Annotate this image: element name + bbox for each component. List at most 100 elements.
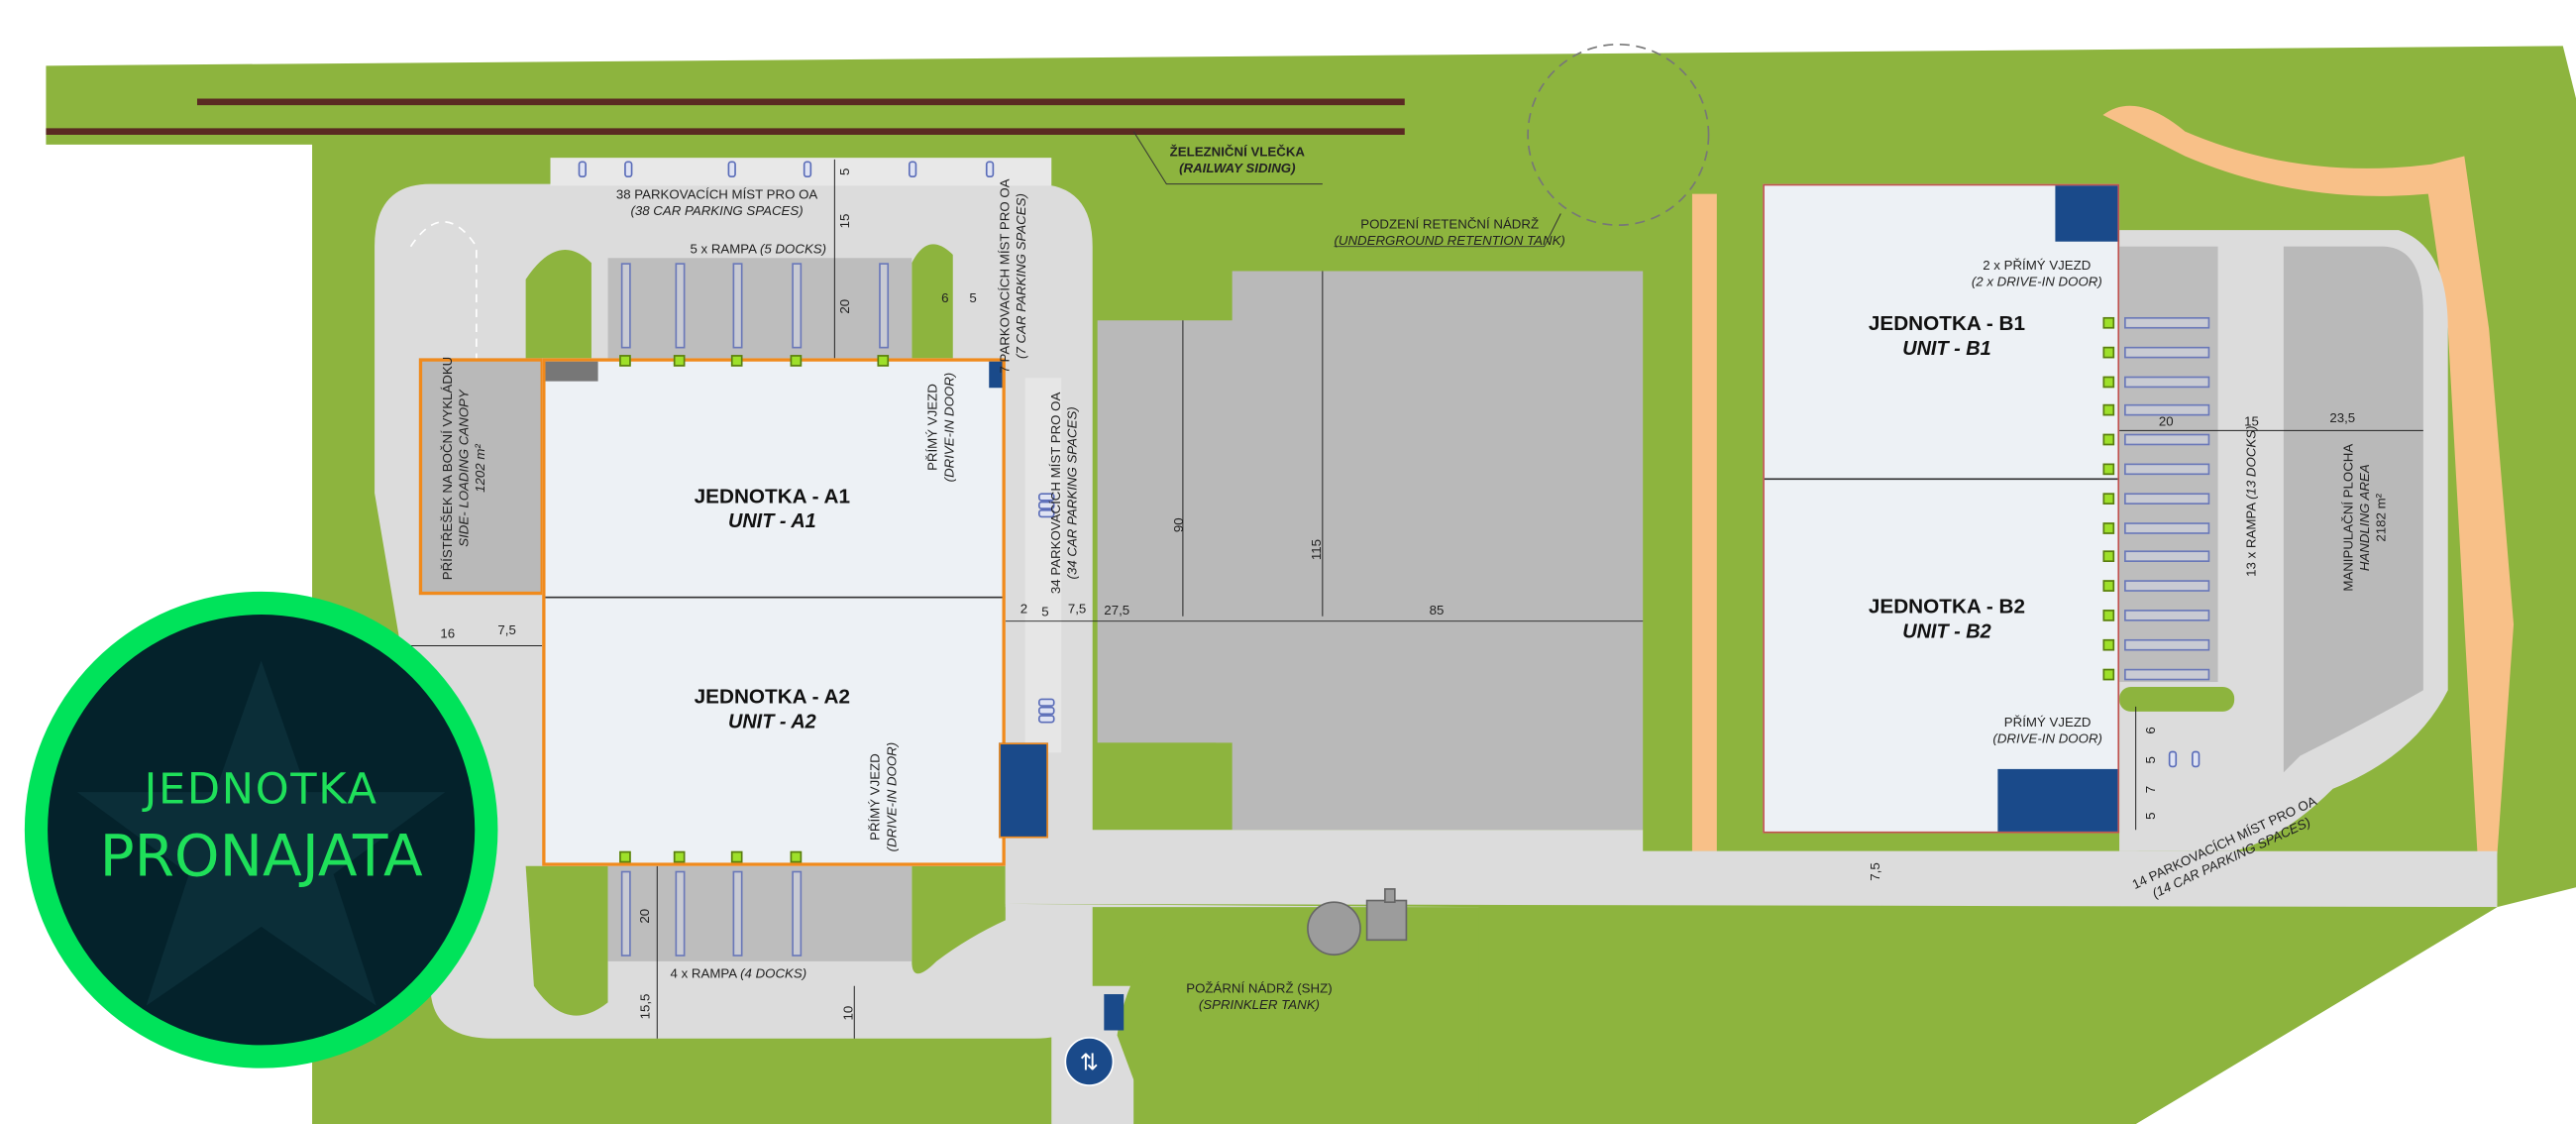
parking-strip-top bbox=[550, 158, 1052, 186]
unit-a1-name: JEDNOTKA - A1 bbox=[694, 485, 851, 508]
green-island-bottom-left bbox=[525, 865, 608, 1016]
dock-door bbox=[2102, 375, 2115, 388]
gatehouse bbox=[1104, 994, 1125, 1031]
dim-label: 15,5 bbox=[637, 993, 653, 1020]
truck-outline bbox=[2124, 610, 2210, 621]
dock-door bbox=[2102, 346, 2115, 359]
retention-tank-outline bbox=[1527, 43, 1710, 226]
parked-car bbox=[1037, 508, 1055, 518]
dim-label: 7,5 bbox=[1067, 601, 1087, 617]
unit-divider-b bbox=[1764, 478, 2118, 481]
building-a bbox=[542, 358, 1006, 866]
drive-in-a2-label: PŘÍMÝ VJEZD(DRIVE-IN DOOR) bbox=[868, 741, 900, 852]
truck-outline bbox=[2124, 580, 2210, 593]
truck-outline bbox=[675, 263, 686, 349]
central-paved-area bbox=[1097, 271, 1644, 831]
star-icon bbox=[76, 660, 446, 1006]
dim-label: 6 bbox=[2143, 727, 2159, 734]
dim-label: 7,5 bbox=[1868, 862, 1883, 881]
dim-label: 20 bbox=[2158, 413, 2174, 429]
green-strip-central bbox=[1097, 742, 1217, 831]
dock-door bbox=[730, 850, 743, 863]
office-a1 bbox=[989, 361, 1003, 389]
docks-5-label: 5 x RAMPA (5 DOCKS) bbox=[690, 241, 827, 257]
truck-outline bbox=[2124, 493, 2210, 505]
dock-door bbox=[730, 355, 743, 367]
truck-outline bbox=[620, 263, 631, 349]
drive-in-b2-label: PŘÍMÝ VJEZD(DRIVE-IN DOOR) bbox=[1992, 715, 2102, 746]
docks-13-label: 13 x RAMPA (13 DOCKS) bbox=[2244, 425, 2259, 577]
parked-car bbox=[1037, 698, 1055, 707]
dimension-lines bbox=[393, 159, 2423, 1039]
parked-car bbox=[985, 161, 995, 178]
dock-door bbox=[2102, 433, 2115, 446]
dim-label: 6 bbox=[941, 290, 949, 306]
badge-line2: PRONAJATA bbox=[99, 825, 423, 891]
unit-b2-name: JEDNOTKA - B2 bbox=[1868, 595, 2026, 618]
dock-door bbox=[2102, 610, 2115, 621]
dim-label: 90 bbox=[1171, 517, 1187, 533]
truck-outline bbox=[2124, 638, 2210, 651]
office-a2 bbox=[999, 742, 1048, 839]
dim-label: 5 bbox=[2143, 812, 2159, 820]
dim-label: 7 bbox=[2143, 785, 2159, 794]
docks-4-label: 4 x RAMPA (4 DOCKS) bbox=[670, 965, 807, 981]
sprinkler-tank-label: POŽÁRNÍ NÁDRŽ (SHZ)(SPRINKLER TANK) bbox=[1186, 980, 1333, 1013]
railway-leader bbox=[1132, 131, 1323, 185]
dim-label: 23,5 bbox=[2329, 410, 2356, 426]
truck-outline bbox=[732, 870, 743, 956]
dock-door bbox=[2102, 463, 2115, 476]
green-under-road bbox=[1005, 903, 2498, 1124]
truck-outline bbox=[2124, 346, 2210, 359]
dim-label: 85 bbox=[1429, 603, 1445, 618]
office-b2 bbox=[1997, 768, 2118, 832]
dock-door bbox=[619, 355, 631, 367]
parked-car bbox=[2192, 750, 2200, 768]
truck-outline bbox=[732, 263, 743, 349]
railway-label: ŽELEZNIČNÍ VLEČKA(RAILWAY SIDING) bbox=[1169, 144, 1305, 176]
unit-b2-en: UNIT - B2 bbox=[1902, 619, 1991, 643]
badge-line1: JEDNOTKA bbox=[144, 765, 378, 816]
retention-leader bbox=[1334, 213, 1561, 248]
truck-outline bbox=[2124, 551, 2210, 563]
canopy-a bbox=[418, 358, 544, 596]
drive-in-b1-label: 2 x PŘÍMÝ VJEZD(2 x DRIVE-IN DOOR) bbox=[1971, 258, 2102, 289]
dim-label: 20 bbox=[837, 298, 853, 314]
parked-car bbox=[624, 161, 633, 178]
dock-door bbox=[2102, 551, 2115, 563]
green-south bbox=[1117, 887, 1479, 1124]
dock-door bbox=[2102, 521, 2115, 534]
dim-label: 15 bbox=[2244, 413, 2259, 429]
truck-outline bbox=[620, 870, 631, 956]
building-b bbox=[1763, 183, 2120, 834]
staircase-a bbox=[545, 361, 598, 382]
road-south-b bbox=[1005, 850, 2498, 904]
truck-outline bbox=[2124, 375, 2210, 388]
office-b1 bbox=[2055, 185, 2118, 242]
dock-door bbox=[790, 355, 803, 367]
parked-car bbox=[727, 161, 736, 178]
unit-a2-name: JEDNOTKA - A2 bbox=[694, 685, 851, 709]
parked-car bbox=[2168, 750, 2178, 768]
dock-door bbox=[790, 850, 803, 863]
dim-label: 5 bbox=[837, 168, 853, 175]
unit-a1-en: UNIT - A1 bbox=[727, 508, 816, 533]
dock-door bbox=[2102, 316, 2115, 329]
parked-car bbox=[1037, 715, 1055, 724]
parking-38-label: 38 PARKOVACÍCH MÍST PRO OA(38 CAR PARKIN… bbox=[615, 187, 818, 219]
dim-label: 20 bbox=[637, 908, 653, 924]
truck-outline bbox=[2124, 316, 2210, 329]
green-island-bottom-right bbox=[912, 865, 1006, 974]
unit-a2-en: UNIT - A2 bbox=[727, 710, 816, 733]
retention-tank-label: PODZENÍ RETENČNÍ NÁDRŽ(UNDERGROUND RETEN… bbox=[1334, 216, 1565, 249]
parked-car bbox=[803, 161, 812, 178]
parking-strip-east bbox=[1024, 378, 1062, 753]
dim-label: 7,5 bbox=[497, 622, 516, 638]
dock-door bbox=[877, 355, 890, 367]
